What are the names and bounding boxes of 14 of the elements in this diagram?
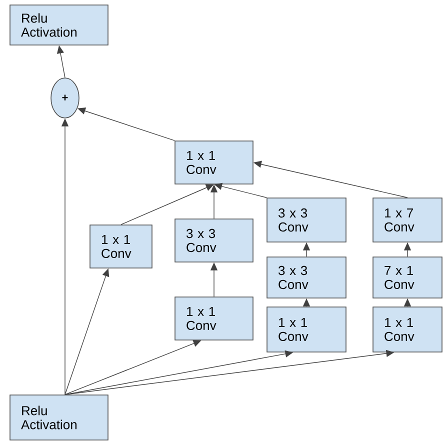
layer-box: 1 x 1 Conv bbox=[174, 140, 254, 184]
layer-box: 1 x 1 Conv bbox=[266, 306, 346, 352]
layer-box: 7 x 1 Conv bbox=[372, 256, 442, 298]
arrow bbox=[120, 184, 214, 225]
layer-box: 1 x 1 Conv bbox=[372, 306, 442, 352]
layer-box: 3 x 3 Conv bbox=[174, 218, 254, 262]
layer-box: Relu Activation bbox=[10, 394, 108, 440]
layer-box: 1 x 7 Conv bbox=[372, 198, 442, 242]
layer-box: 3 x 3 Conv bbox=[266, 256, 346, 298]
layer-box: 1 x 1 Conv bbox=[90, 224, 152, 268]
layer-box: 3 x 3 Conv bbox=[266, 198, 346, 242]
sum-node: + bbox=[50, 78, 80, 118]
layer-box: 1 x 1 Conv bbox=[174, 296, 254, 340]
layer-box: Relu Activation bbox=[10, 4, 108, 46]
